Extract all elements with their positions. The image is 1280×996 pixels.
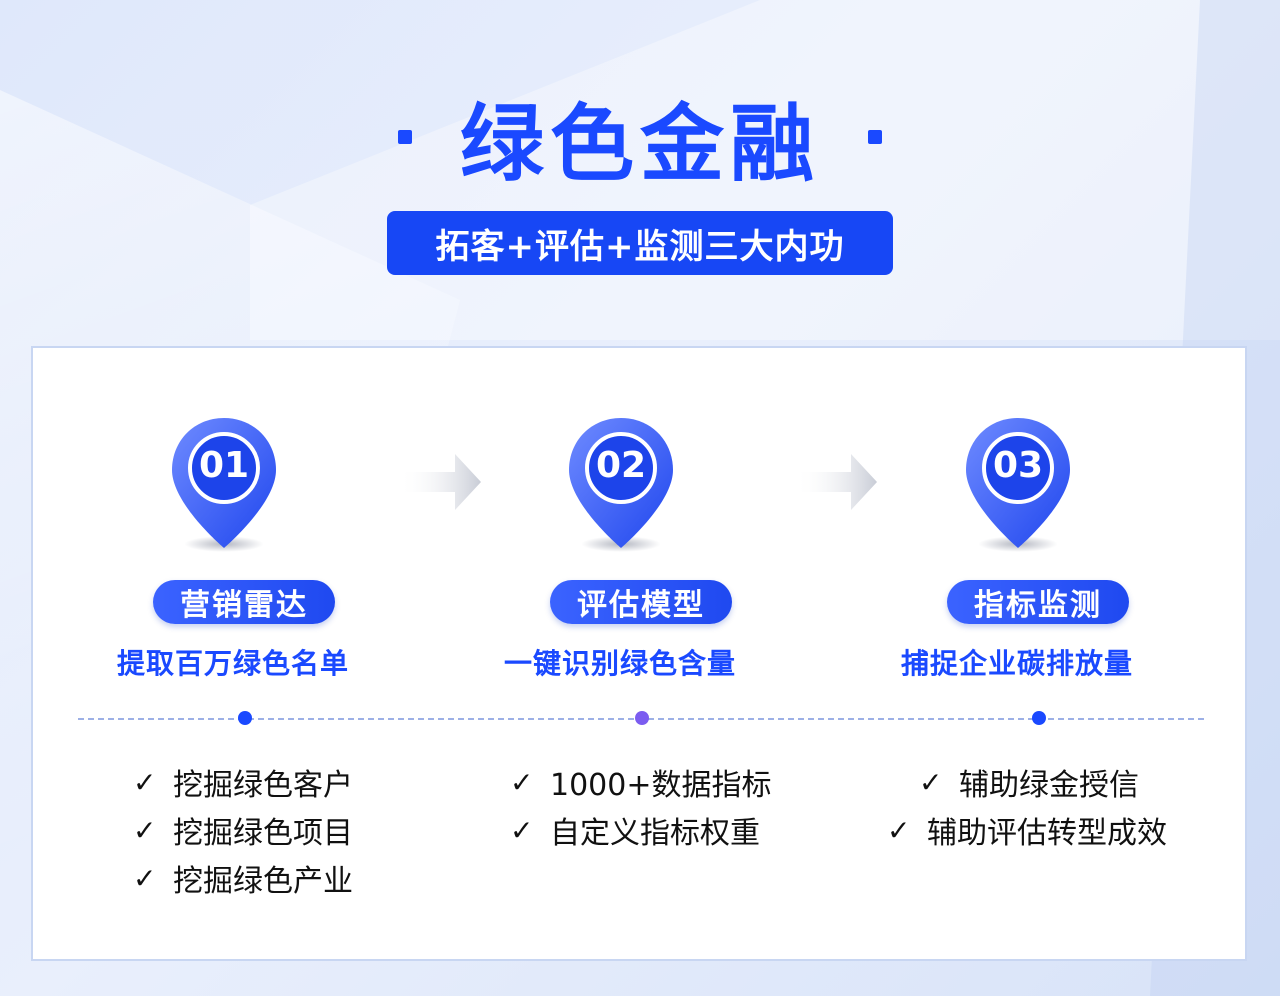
checkmark-icon: ✓ [510, 765, 534, 799]
step-column-1: 01 营销雷达 提取百万绿色名单 ✓挖掘绿色客户 ✓挖掘绿色项目 ✓挖掘绿色产业 [33, 348, 413, 963]
subtitle-banner: 拓客+评估+监测三大内功 [387, 211, 893, 275]
step-items: ✓辅助绿金授信 ✓辅助评估转型成效 [887, 758, 1167, 854]
list-item: ✓辅助评估转型成效 [887, 813, 1167, 852]
checkmark-icon: ✓ [510, 813, 534, 847]
checkmark-icon: ✓ [133, 765, 157, 799]
list-item: ✓辅助绿金授信 [919, 765, 1139, 804]
title-row: 绿色金融 [0, 82, 1280, 193]
title-dot-right [868, 130, 882, 144]
arrow-right-icon [795, 454, 877, 510]
map-pin-icon [966, 418, 1070, 548]
checkmark-icon: ✓ [887, 813, 911, 847]
list-item: ✓挖掘绿色客户 [133, 765, 353, 804]
list-item: ✓1000+数据指标 [510, 765, 772, 804]
arrow-right-icon [399, 454, 481, 510]
step-name-pill: 评估模型 [550, 580, 732, 624]
title-dot-left [397, 130, 412, 144]
checkmark-icon: ✓ [919, 765, 943, 799]
timeline-node-1 [238, 711, 252, 725]
step-column-2: 02 评估模型 一键识别绿色含量 ✓1000+数据指标 ✓自定义指标权重 [430, 348, 810, 963]
list-item: ✓自定义指标权重 [510, 813, 760, 852]
step-items: ✓挖掘绿色客户 ✓挖掘绿色项目 ✓挖掘绿色产业 [133, 758, 353, 902]
step-number: 03 [992, 445, 1044, 486]
map-pin-icon [569, 418, 673, 548]
list-item: ✓挖掘绿色项目 [133, 813, 353, 852]
feature-card: 01 营销雷达 提取百万绿色名单 ✓挖掘绿色客户 ✓挖掘绿色项目 ✓挖掘绿色产业 [31, 346, 1247, 961]
step-name-pill: 营销雷达 [153, 580, 335, 624]
step-name-pill: 指标监测 [947, 580, 1129, 624]
map-pin-icon [172, 418, 276, 548]
timeline-node-3 [1032, 711, 1046, 725]
subtitle-text: 拓客+评估+监测三大内功 [435, 226, 845, 267]
step-desc: 提取百万绿色名单 [116, 647, 349, 680]
page-title: 绿色金融 [459, 94, 820, 193]
checkmark-icon: ✓ [133, 861, 157, 895]
step-name: 营销雷达 [180, 588, 308, 623]
step-name: 评估模型 [577, 588, 705, 623]
list-item: ✓挖掘绿色产业 [133, 861, 353, 900]
step-desc: 一键识别绿色含量 [503, 647, 736, 680]
step-number: 02 [595, 445, 647, 486]
step-items: ✓1000+数据指标 ✓自定义指标权重 [510, 758, 771, 854]
step-desc: 捕捉企业碳排放量 [900, 647, 1133, 680]
step-number: 01 [198, 445, 250, 486]
checkmark-icon: ✓ [133, 813, 157, 847]
step-column-3: 03 指标监测 捕捉企业碳排放量 ✓辅助绿金授信 ✓辅助评估转型成效 [827, 348, 1207, 963]
timeline-node-2 [635, 711, 649, 725]
step-name: 指标监测 [974, 588, 1102, 623]
